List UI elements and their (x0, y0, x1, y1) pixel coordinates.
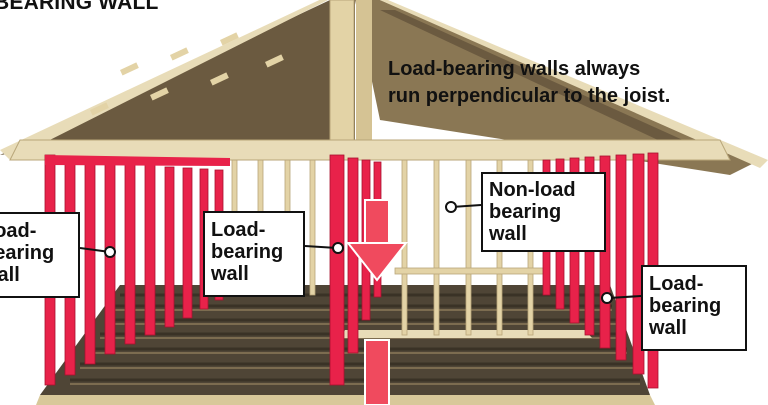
callout-right-line-1: Load- (649, 273, 704, 295)
ridge-board (356, 0, 372, 140)
direction-arrow (345, 199, 409, 405)
callout-middle-line-1: Load- (211, 219, 266, 241)
roof-left (0, 0, 355, 160)
callout-right-line-3: wall (649, 317, 687, 339)
roof-right (355, 0, 768, 175)
callout-non-line-2: bearing (489, 201, 562, 223)
note-line-2: run perpendicular to the joist. (388, 85, 671, 107)
callout-middle-line-2: bearing (211, 241, 284, 263)
callout-middle-load-bearing: Load- bearing wall (203, 211, 305, 297)
callout-right-load-bearing: Load- bearing wall (641, 265, 747, 351)
leader-lines (79, 201, 642, 304)
callout-left-line-1: Load- (0, 220, 37, 242)
callout-non-load-bearing: Non-load bearing wall (481, 172, 606, 252)
callout-left-load-bearing: Load- bearing wall (0, 212, 80, 298)
ridge-post (329, 0, 355, 161)
note-line-1: Load-bearing walls always (388, 58, 641, 80)
callout-middle-line-3: wall (211, 263, 249, 285)
callout-left-line-2: bearing (0, 242, 55, 264)
callout-left-line-3: wall (0, 264, 20, 286)
top-plate (9, 139, 731, 161)
callout-non-line-1: Non-load (489, 179, 576, 201)
diagram-title: BEARING WALL (0, 0, 159, 14)
note-text: Load-bearing walls always run perpendicu… (388, 56, 748, 110)
callout-non-line-3: wall (489, 223, 527, 245)
callout-right-line-2: bearing (649, 295, 722, 317)
